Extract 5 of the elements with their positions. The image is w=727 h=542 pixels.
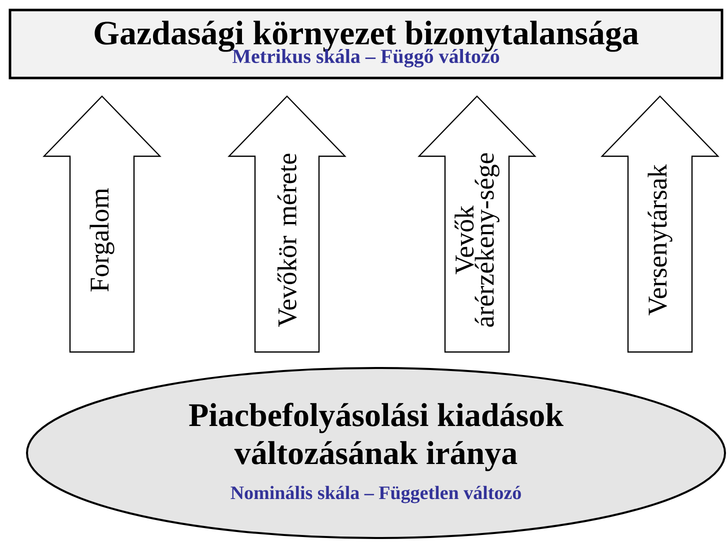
edge-label: Versenytársak bbox=[648, 164, 672, 316]
title-box: Gazdasági környezet bizonytalansága Metrikus skála – Függő változó bbox=[8, 8, 724, 80]
edge-label: Vevők árérzékeny-sége bbox=[454, 153, 500, 327]
edge-label: Vevőkör mérete bbox=[277, 154, 297, 327]
edge-label: Forgalom bbox=[90, 188, 114, 292]
